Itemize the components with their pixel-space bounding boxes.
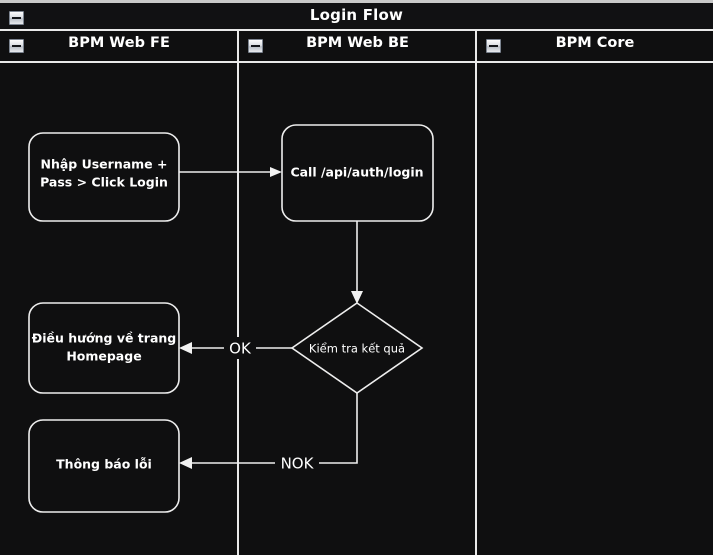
node-label-redirect-homepage-line2: Homepage [66,349,141,364]
lane-title-bpm-web-fe: BPM Web FE [68,35,170,51]
edge-label-bg-ok [224,337,256,359]
node-shape-call-login-api[interactable] [281,124,434,222]
node-label-input-credentials-line2: Pass > Click Login [40,175,168,190]
node-redirect-homepage[interactable]: Điều hướng về trang Homepage [28,302,180,394]
node-label-input-credentials-line1: Nhập Username + [41,157,168,172]
window-title: Login Flow [309,6,404,24]
lane-divider-fe-be [237,31,239,555]
edge-call-to-decision [351,221,363,304]
node-input-credentials[interactable]: Nhập Username + Pass > Click Login [28,132,180,222]
edge-label-bg-nok [275,452,319,474]
arrowhead-2 [351,291,363,304]
arrowhead-4 [179,457,192,469]
arrowhead-1 [270,167,282,177]
flow-canvas: OK NOK Nhập Username + Pass > Click Logi… [0,63,713,555]
edge-label-nok: NOK [281,455,315,473]
node-check-result[interactable]: Kiểm tra kết quả [290,302,424,394]
node-shape-redirect-homepage[interactable] [28,302,180,394]
lane-collapse-icon-bpm-web-be[interactable] [248,39,263,53]
lane-collapse-icon-bpm-web-fe[interactable] [9,39,24,53]
lane-header-bpm-core[interactable]: BPM Core [477,31,713,61]
lane-header-bpm-web-fe[interactable]: BPM Web FE [0,31,238,61]
node-label-redirect-homepage-line1: Điều hướng về trang [32,331,176,346]
node-label-check-result: Kiểm tra kết quả [309,342,405,356]
node-shape-check-result[interactable] [290,302,424,394]
flow-svg: OK NOK Nhập Username + Pass > Click Logi… [28,124,434,513]
window-titlebar: Login Flow [0,0,713,31]
lane-header-bpm-web-be[interactable]: BPM Web BE [239,31,476,61]
lane-divider-be-core [475,31,477,555]
edge-line-4 [188,393,358,464]
node-shape-show-error[interactable] [28,419,180,513]
node-call-login-api[interactable]: Call /api/auth/login [281,124,434,222]
edge-input-to-call [179,167,282,177]
node-label-call-login-api: Call /api/auth/login [290,165,423,180]
edge-decision-to-error: NOK [179,393,358,474]
node-show-error[interactable]: Thông báo lỗi [28,419,180,513]
lane-title-bpm-web-be: BPM Web BE [306,35,409,51]
node-label-show-error: Thông báo lỗi [56,457,152,472]
lane-collapse-icon-bpm-core[interactable] [486,39,501,53]
node-shape-input-credentials[interactable] [28,132,180,222]
window-collapse-icon[interactable] [9,11,24,25]
edge-label-ok: OK [229,340,252,358]
edge-decision-to-homepage: OK [179,337,292,359]
arrowhead-3 [179,342,192,354]
lane-title-bpm-core: BPM Core [555,35,635,51]
lane-header-row: BPM Web FE BPM Web BE BPM Core [0,31,713,63]
